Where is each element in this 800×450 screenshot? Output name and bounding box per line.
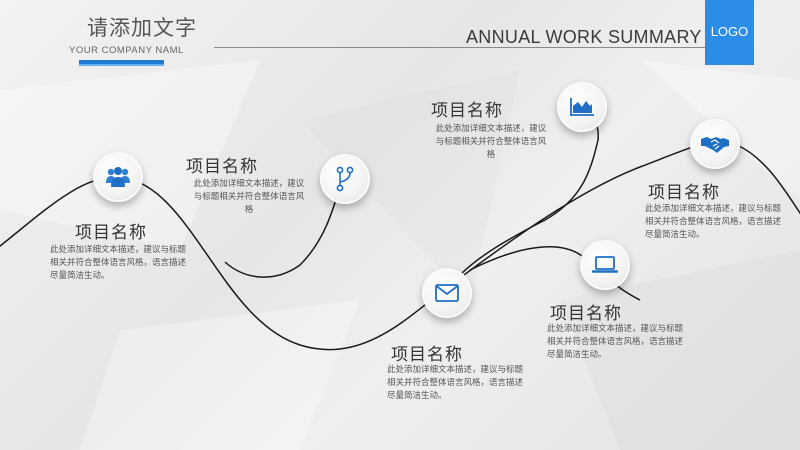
node-description: 此处添加详细文本描述，建议与标题相关并符合整体语言风格，语言描述尽量简洁生动。	[547, 324, 684, 360]
company-name: YOUR COMPANY NAML	[69, 45, 184, 56]
logo-text: LOGO	[710, 24, 749, 39]
node-branch	[320, 154, 370, 204]
node-laptop	[580, 240, 630, 290]
node-title: 项目名称	[648, 183, 720, 203]
node-description: 此处添加详细文本描述，建议与标题相关并符合整体语言风格	[435, 124, 547, 160]
node-title: 项目名称	[431, 101, 503, 121]
annual-summary-heading: ANNUAL WORK SUMMARY	[466, 27, 702, 47]
curve-third	[459, 139, 599, 276]
branch-icon	[336, 166, 354, 192]
node-title: 项目名称	[550, 304, 622, 324]
laptop-icon	[592, 256, 618, 273]
title-accent-bar	[79, 60, 164, 64]
curve-second	[224, 179, 343, 278]
logo-badge: LOGO	[705, 0, 754, 65]
node-title: 项目名称	[391, 345, 463, 365]
node-title: 项目名称	[186, 157, 258, 177]
node-people	[93, 152, 143, 202]
node-title: 项目名称	[75, 223, 147, 243]
node-description: 此处添加详细文本描述，建议与标题相关并符合整体语言风格	[193, 179, 305, 215]
node-description: 此处添加详细文本描述，建议与标题相关并符合整体语言风格，语言描述尽量简洁生动。	[50, 245, 187, 281]
node-description: 此处添加详细文本描述，建议与标题相关并符合整体语言风格，语言描述尽量简洁生动。	[387, 365, 524, 401]
node-chart	[557, 82, 607, 132]
area-chart-icon	[570, 98, 594, 116]
title-accent-bar-light	[79, 64, 164, 66]
people-icon	[106, 167, 130, 187]
page-title: 请添加文字	[87, 16, 197, 40]
handshake-icon	[701, 137, 729, 153]
node-description: 此处添加详细文本描述，建议与标题相关并符合整体语言风格，语言描述尽量简洁生动。	[645, 204, 782, 240]
header-divider	[214, 47, 706, 48]
node-handshake	[690, 119, 740, 169]
node-mail	[422, 268, 472, 318]
mail-icon	[435, 284, 459, 302]
